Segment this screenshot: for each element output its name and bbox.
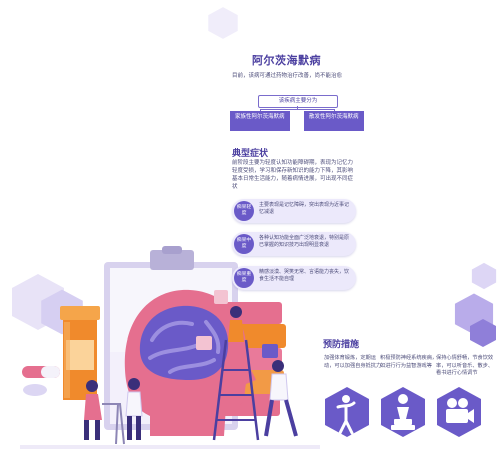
caregiver-figure (125, 378, 143, 440)
symptoms-title: 典型症状 (232, 149, 269, 159)
page-title: 阿尔茨海默病 (252, 54, 321, 67)
stage-mild: 痴呆轻度 主要表现是记忆障碍，突出表现为近事记忆减退 (232, 199, 356, 223)
connector-line (334, 109, 335, 112)
hexagon-decoration-right-2 (471, 262, 497, 290)
chess-piece-icon (381, 387, 425, 437)
stage-text: 精感淡漠、哭笑无常、言语能力丧失，饮食生活不能自理 (259, 269, 350, 282)
pill-icon (22, 366, 60, 396)
tip-exercise: 加强体育锻炼，定期运动，可以加强自身抵抗力 (324, 355, 382, 369)
connector-line (260, 109, 261, 112)
illustration-clipboard-brain (20, 246, 320, 449)
stage-text: 各种认知功能全面广泛地衰退，特别是原已掌握的知识技巧出现明显衰退 (259, 235, 350, 248)
hexagon-decoration-top (208, 7, 238, 39)
worker-figure (264, 360, 298, 437)
intro-text: 目前，该病可通过药物治疗改善，尚不能治愈 (232, 73, 343, 79)
exercise-person-icon (325, 387, 369, 437)
connector-line (297, 106, 298, 110)
hexagon-decoration-bottom-right (470, 319, 496, 347)
puzzle-piece-icon (214, 290, 278, 358)
stage-badge: 痴呆中度 (234, 234, 254, 254)
elderly-walker-figure (84, 380, 125, 445)
stage-severe: 痴呆重度 精感淡漠、哭笑无常、言语能力丧失，饮食生活不能自理 (232, 266, 356, 290)
stage-moderate: 痴呆中度 各种认知功能全面广泛地衰退，特别是原已掌握的知识技巧出现明显衰退 (232, 232, 356, 256)
type-familial: 家族性阿尔茨海默病 (230, 111, 290, 131)
stage-text: 主要表现是记忆障碍，突出表现为近事记忆减退 (259, 202, 350, 215)
ladder-figure (212, 306, 260, 441)
type-sporadic: 散发性阿尔茨海默病 (304, 111, 364, 131)
tip-neurological: 积极预防神经系统疾病，如进行行为益智游戏等 (380, 355, 438, 369)
head-brain-icon (124, 289, 256, 436)
stage-badge: 痴呆重度 (234, 268, 254, 288)
tip-mood: 保持心情舒畅，节食饮效率，可以听音乐、散步、看书进行心情调节 (436, 355, 494, 376)
video-camera-icon (437, 387, 481, 437)
symptoms-intro: 前阶段主要为轻度认知功能障碍期，表现为记忆力轻度受损，学习和保存新知识的能力下降… (232, 160, 354, 190)
connector-line (260, 109, 335, 110)
prevention-title: 预防措施 (323, 340, 360, 350)
stage-badge: 痴呆轻度 (234, 201, 254, 221)
types-heading: 该疾病主要分为 (258, 95, 338, 108)
